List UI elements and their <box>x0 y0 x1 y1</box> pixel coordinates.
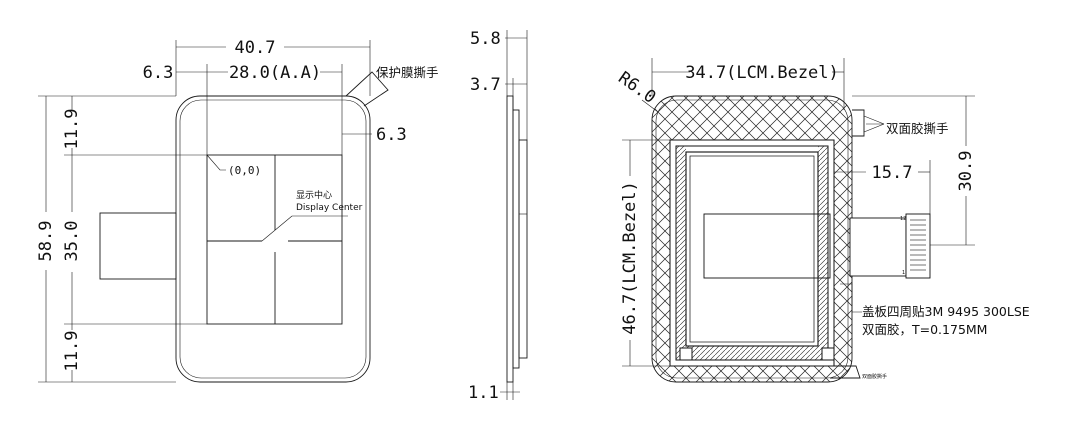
tape-tab-top <box>852 109 865 137</box>
cover-glass-edge <box>506 95 514 383</box>
tape-spec-line-2: 双面胶，T=0.175MM <box>862 322 987 337</box>
dim-overall-height: 58.9 <box>36 221 56 262</box>
dim-bottom-offset: 11.9 <box>62 331 82 372</box>
back-view: R6.0 34.7(LCM.Bezel) 46.7(LCM.Bezel) 15.… <box>614 58 1030 383</box>
dim-cover-thickness: 1.1 <box>468 383 499 403</box>
fpc-connector <box>703 213 831 279</box>
display-center-cn: 显示中心 <box>296 189 332 201</box>
dim-top-offset: 11.9 <box>62 109 82 150</box>
dim-left-offset: 6.3 <box>143 63 174 83</box>
fpc-pin-first: 1 <box>902 270 905 276</box>
center-leader <box>261 215 293 242</box>
corner-block-left <box>679 347 693 361</box>
tape-tab-leader-b <box>863 123 885 133</box>
dim-module-thickness: 3.7 <box>470 75 501 95</box>
fpc-pin-strip <box>905 213 931 279</box>
backlight-edge <box>518 139 528 359</box>
display-center-en: Display Center <box>296 203 363 213</box>
dim-fpc-offset: 15.7 <box>872 163 913 183</box>
module-body-edge <box>512 109 520 369</box>
fpc-pin-last: 12 <box>900 216 906 222</box>
side-view: 5.8 3.7 1.1 <box>468 29 528 403</box>
corner-block-right <box>821 347 835 361</box>
origin-leader <box>206 154 226 171</box>
front-view: 40.7 6.3 28.0(A.A) 6.3 58.9 11.9 35.0 11… <box>36 38 439 383</box>
lcm-frame-right-hatch <box>818 146 828 360</box>
peel-tab-shape <box>345 71 389 107</box>
tape-tab-small-label: 双面胶撕手 <box>862 373 887 380</box>
radius-leader <box>641 99 659 113</box>
dim-right-offset: 6.3 <box>376 125 407 145</box>
dim-aa-height: 35.0 <box>62 221 82 262</box>
active-area <box>206 154 343 325</box>
dim-aa-width: 28.0(A.A) <box>229 63 321 83</box>
dim-bezel-height: 46.7(LCM.Bezel) <box>620 181 640 335</box>
origin-label: (0,0) <box>228 164 261 177</box>
lcm-frame-outer <box>669 139 835 367</box>
back-cover-inner-outline <box>655 99 849 379</box>
fpc-pins <box>910 219 926 271</box>
dim-corner-radius: R6.0 <box>614 68 659 108</box>
tape-tab-leader-a <box>863 115 885 125</box>
fpc-tail <box>849 217 907 277</box>
lcm-frame-bottom-hatch <box>686 346 818 360</box>
peel-tab-label: 保护膜撕手 <box>376 65 439 80</box>
fpc-outline <box>99 212 177 280</box>
cover-inner-outline <box>179 99 367 379</box>
lcm-back-panel <box>685 151 819 347</box>
dim-total-thickness: 5.8 <box>470 29 501 49</box>
tape-tab-label: 双面胶撕手 <box>886 121 949 136</box>
dim-overall-width: 40.7 <box>235 38 276 58</box>
tape-spec-leader <box>840 283 862 313</box>
dim-bezel-width: 34.7(LCM.Bezel) <box>685 63 839 83</box>
tape-spec-line-1: 盖板四周贴3M 9495 300LSE <box>862 304 1030 319</box>
lcm-frame-left-hatch <box>676 146 686 360</box>
tape-tab-bottom <box>830 365 861 379</box>
dim-fpc-height: 30.9 <box>956 151 976 192</box>
lcm-back-panel-inner <box>689 155 815 343</box>
cover-outline <box>175 95 371 383</box>
